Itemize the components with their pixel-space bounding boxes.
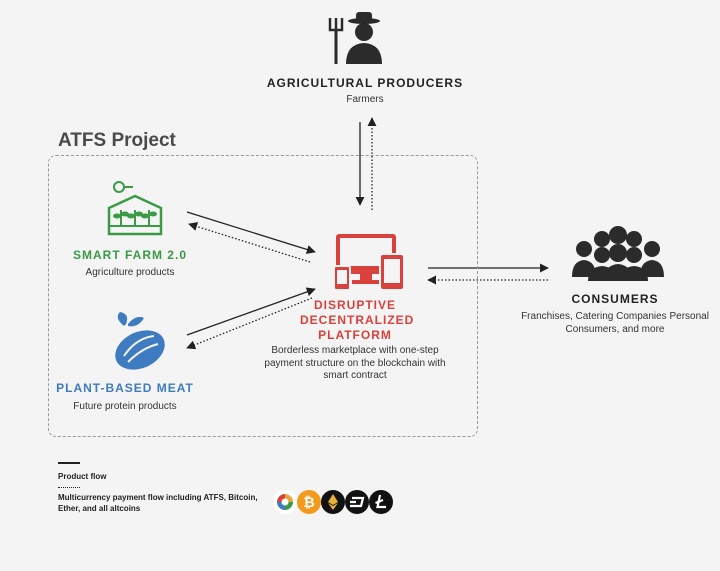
ether-icon (321, 490, 345, 514)
product-flow-arrow (186, 287, 316, 336)
plant-meat-subtitle: Future protein products (73, 401, 177, 412)
platform-title: DISRUPTIVE DECENTRALIZED PLATFORM (300, 298, 415, 342)
consumers-description: Franchises, Catering Companies Personal … (521, 311, 709, 335)
producers-title: AGRICULTURAL PRODUCERS (266, 76, 464, 90)
plant-meat-icon (115, 312, 165, 370)
litecoin-icon (369, 490, 393, 514)
product-flow-arrow (186, 211, 316, 254)
payment-flow-arrow (188, 222, 311, 263)
plant-meat-title: PLANT-BASED MEAT (56, 381, 194, 395)
farmer-icon (328, 12, 382, 64)
greenhouse-icon (107, 181, 163, 236)
platform-description: Borderless marketplace with one-step pay… (264, 345, 446, 381)
payment-flow-legend-line (58, 487, 80, 488)
crowd-icon (572, 226, 664, 281)
smart-farm-title: SMART FARM 2.0 (72, 248, 187, 262)
payment-flow-legend-label: Multicurrency payment flow including ATF… (58, 493, 258, 513)
product-flow-legend-line (58, 462, 80, 464)
project-boundary (48, 155, 478, 437)
devices-icon (333, 234, 405, 291)
payment-flow-arrow (186, 297, 313, 350)
bitcoin-icon: ₿ (297, 490, 321, 514)
smart-farm-subtitle: Agriculture products (85, 267, 175, 278)
project-title: ATFS Project (58, 130, 176, 151)
producers-subtitle: Farmers (346, 94, 384, 105)
product-flow-legend-label: Product flow (58, 472, 107, 481)
atfs-coin-icon (273, 490, 297, 514)
svg-text:₿: ₿ (303, 495, 314, 511)
consumers-title: CONSUMERS (571, 292, 659, 306)
dash-icon (345, 490, 369, 514)
